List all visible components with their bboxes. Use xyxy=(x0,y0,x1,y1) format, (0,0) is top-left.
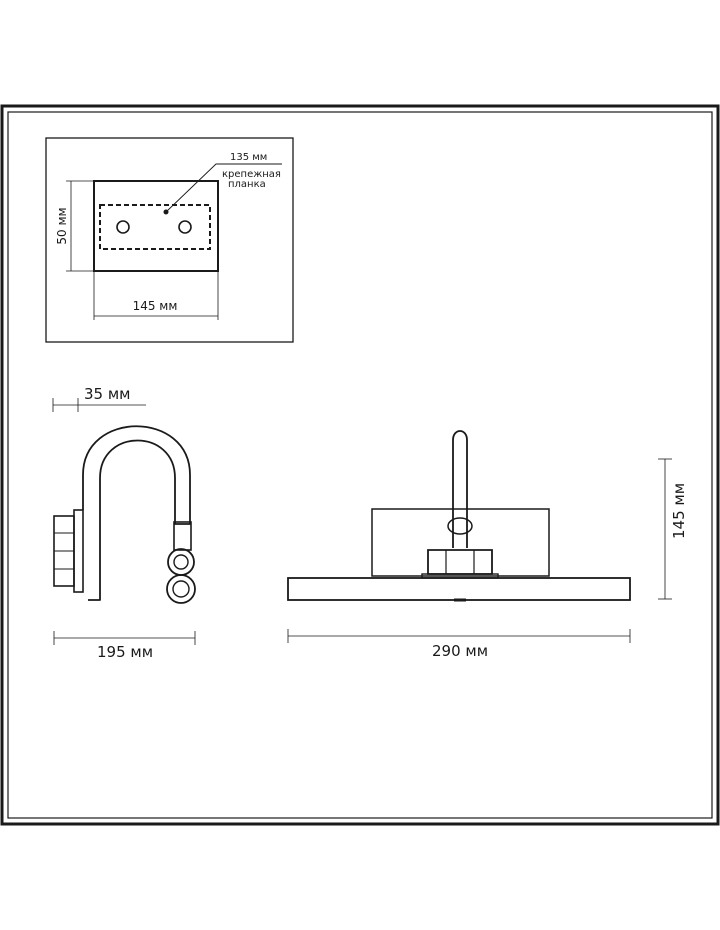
base-width-label: 145 мм xyxy=(133,299,178,313)
front-view: 290 мм 145 мм xyxy=(287,430,688,660)
side-view: 35 мм 195 мм xyxy=(52,385,196,661)
plate-height-label: 50 мм xyxy=(55,207,69,244)
front-width-label: 290 мм xyxy=(432,642,488,660)
base-plate xyxy=(93,180,219,272)
arm-joint xyxy=(173,521,192,551)
front-arm xyxy=(452,430,468,548)
front-clamp-nut xyxy=(427,549,493,575)
bracket-plate xyxy=(73,509,84,593)
plate-width-label: 135 мм xyxy=(230,152,267,163)
plate-label-line1: крепежная xyxy=(222,169,281,180)
lamp-head-lower xyxy=(166,574,196,604)
mount-plate-inset: 135 мм крепежная планка 50 мм 145 мм xyxy=(45,137,294,343)
side-arm xyxy=(82,425,191,601)
screw-hole-right xyxy=(178,220,192,234)
plate-leader-line xyxy=(165,163,282,213)
depth-label: 35 мм xyxy=(84,385,131,403)
mounting-bar xyxy=(99,204,211,250)
front-height-label: 145 мм xyxy=(670,483,688,539)
plate-label-line2: планка xyxy=(228,179,266,190)
front-wall-plate xyxy=(371,508,550,577)
arm-collar xyxy=(447,517,473,535)
reach-label: 195 мм xyxy=(97,643,153,661)
lamp-head-upper xyxy=(167,548,195,576)
front-lamp-bar xyxy=(287,577,631,601)
screw-hole-left xyxy=(116,220,130,234)
drawing-frame xyxy=(0,104,720,826)
